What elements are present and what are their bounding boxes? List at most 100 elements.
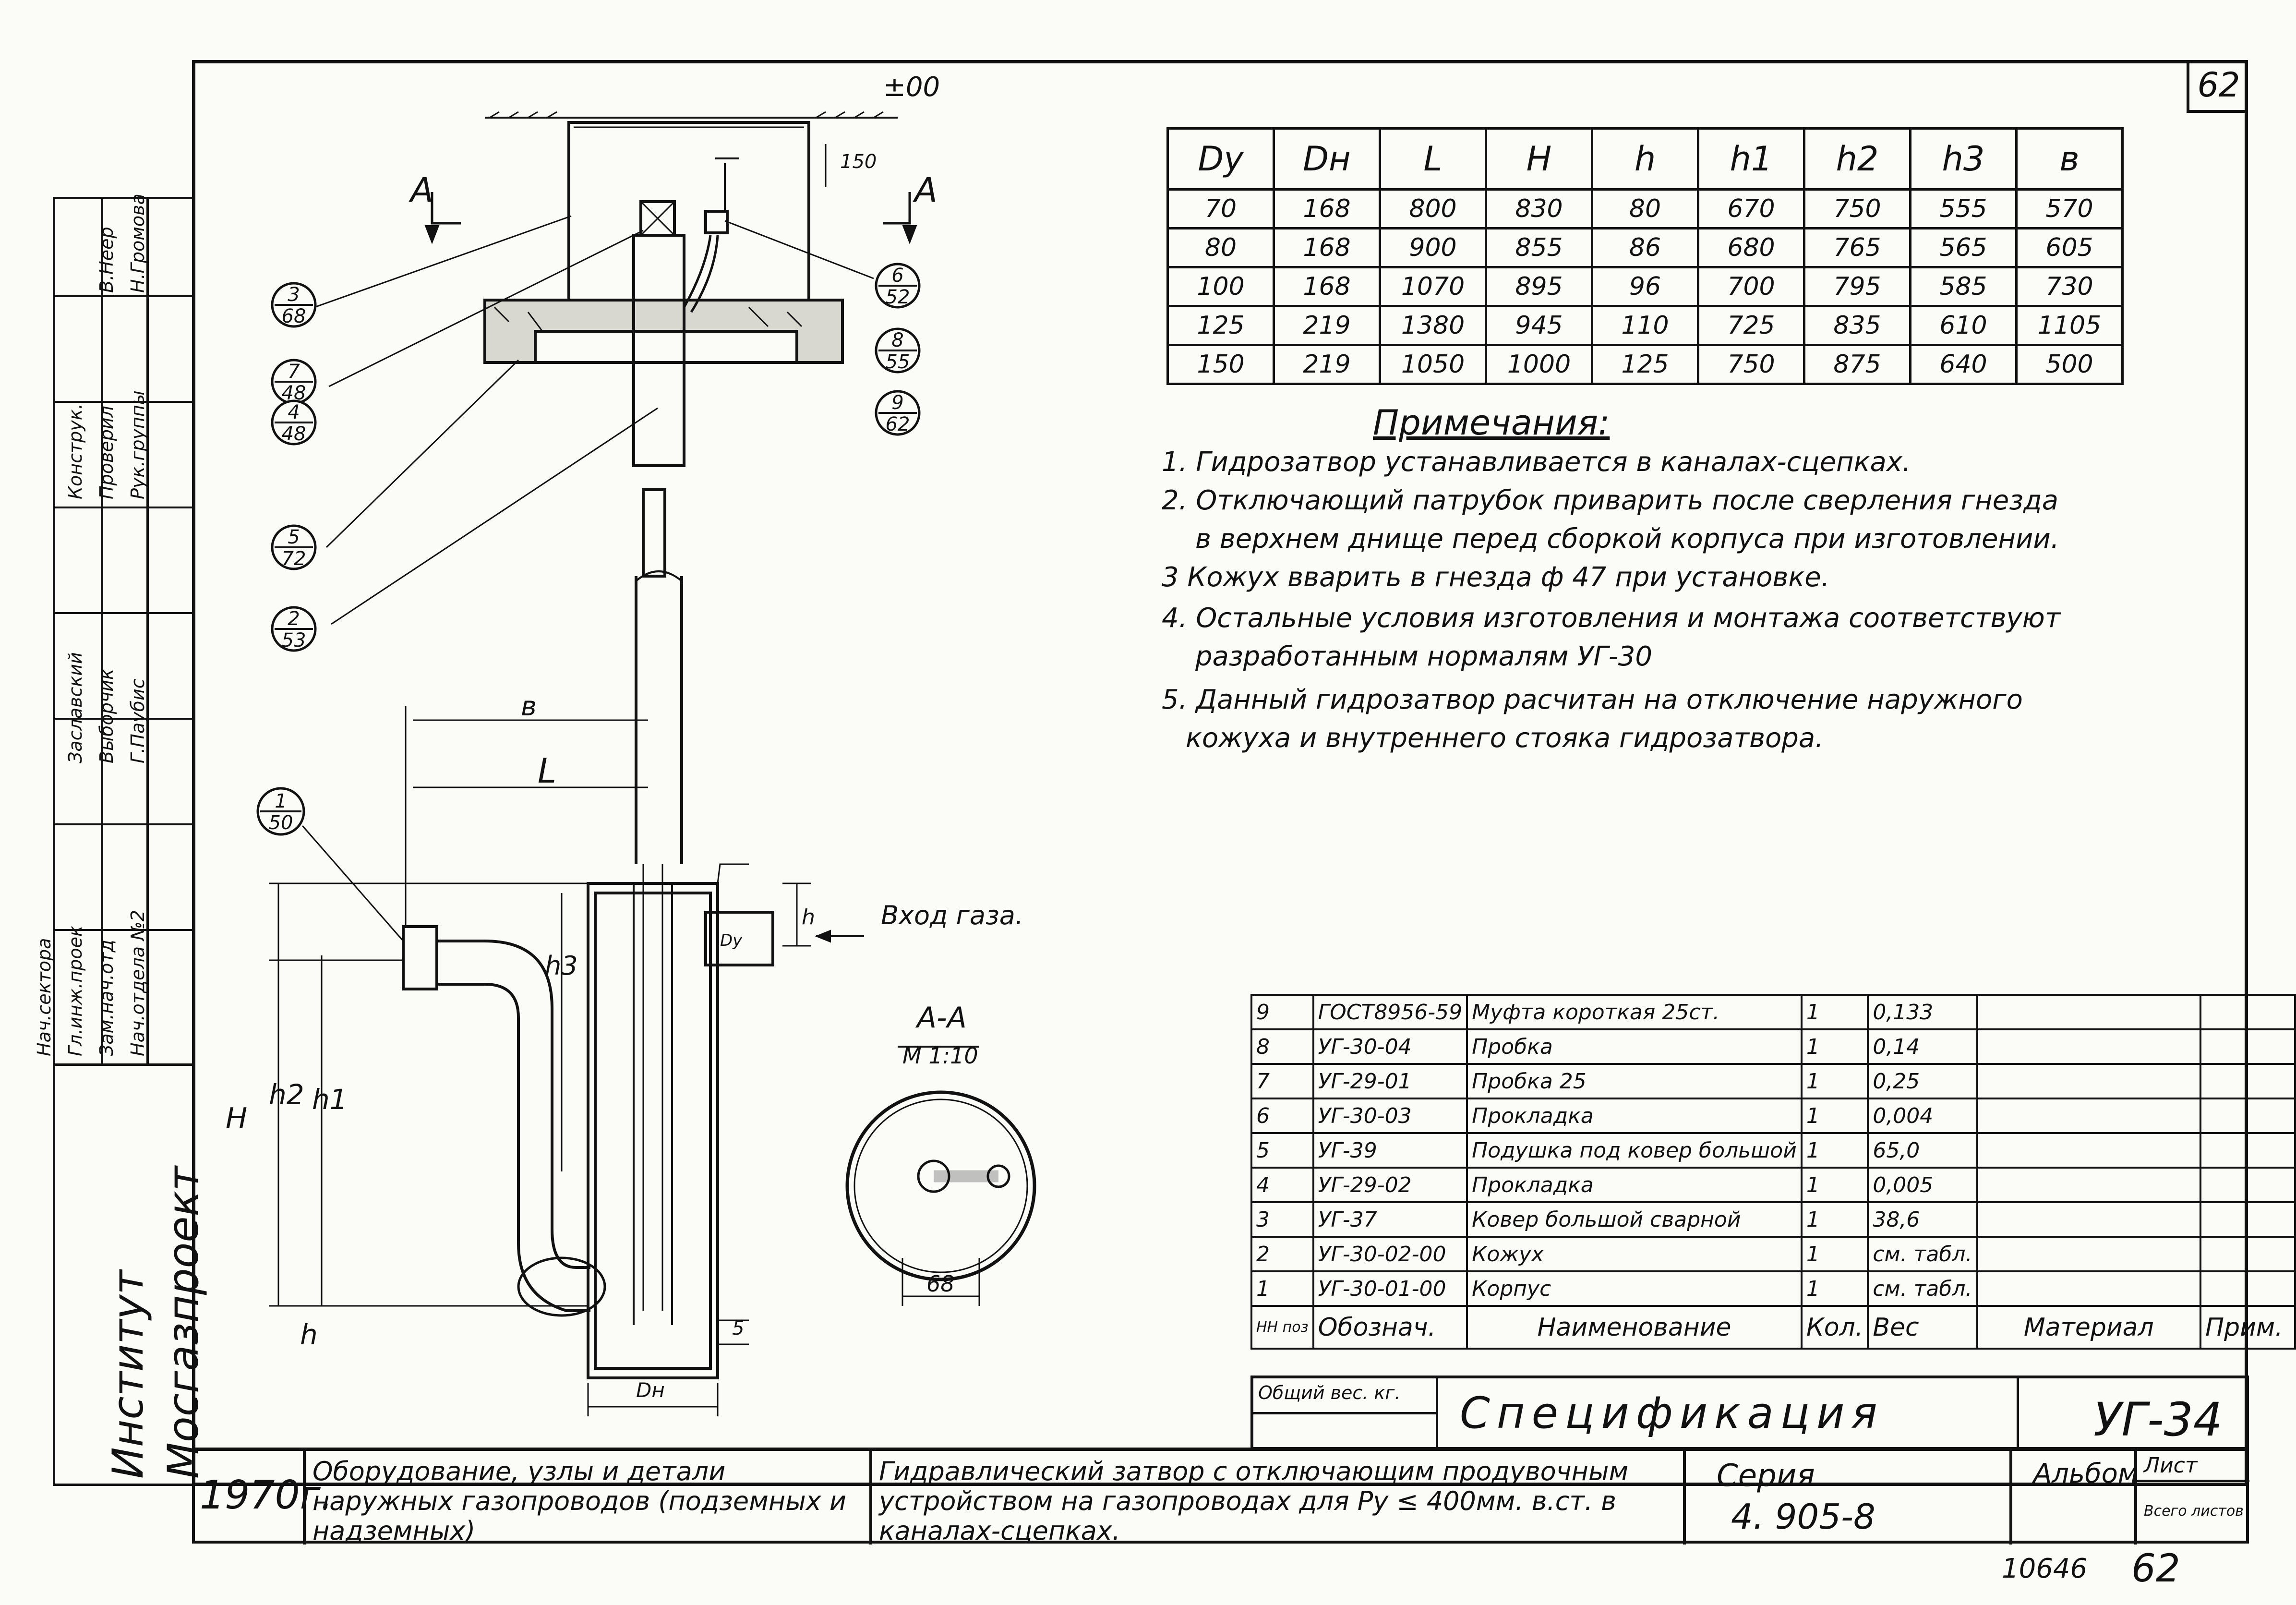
spec-cell bbox=[1976, 1270, 2202, 1307]
spec-cell: Кожух bbox=[1466, 1236, 1803, 1272]
table-cell: 80 bbox=[1166, 227, 1275, 268]
spec-cell bbox=[2200, 1098, 2296, 1134]
note-4: 4. Остальные условия изготовления и монт… bbox=[1162, 603, 2061, 634]
drawing-name: Гидравлический затвор с отключающим прод… bbox=[879, 1456, 1629, 1546]
table-cell: 835 bbox=[1803, 305, 1911, 346]
table-cell: 1105 bbox=[2015, 305, 2124, 346]
dim-h1: h1 bbox=[312, 1083, 348, 1116]
spec-header: Прим. bbox=[2200, 1305, 2296, 1350]
col-header: h bbox=[1591, 127, 1699, 191]
sheets-total-label: Всего листов bbox=[2144, 1503, 2244, 1520]
dim-h2: h2 bbox=[269, 1078, 304, 1111]
spec-cell: 6 bbox=[1250, 1098, 1314, 1134]
spec-cell bbox=[1976, 1236, 2202, 1272]
table-cell: 219 bbox=[1273, 305, 1381, 346]
spec-cell: 3 bbox=[1250, 1201, 1314, 1238]
spec-cell: 0,14 bbox=[1867, 1028, 1978, 1065]
dim-h-side: h bbox=[802, 905, 815, 929]
col-header: Dy bbox=[1166, 127, 1275, 191]
spec-cell bbox=[2200, 994, 2296, 1030]
callout-1-sheet: 50 bbox=[269, 812, 293, 834]
dim-s: 5 bbox=[732, 1317, 744, 1340]
table-cell: 765 bbox=[1803, 227, 1911, 268]
note-2: 2. Отключающий патрубок приварить после … bbox=[1162, 485, 2059, 516]
spec-cell: Прокладка bbox=[1466, 1098, 1803, 1134]
spec-cell bbox=[2200, 1236, 2296, 1272]
table-cell: 555 bbox=[1909, 188, 2018, 229]
series-value: 4. 905-8 bbox=[1731, 1496, 1875, 1537]
table-cell: 945 bbox=[1485, 305, 1593, 346]
spec-cell bbox=[1976, 1063, 2202, 1099]
table-row: 80 168 900 855 86 680 765 565 605 bbox=[1166, 227, 2124, 268]
callout-9-sheet: 62 bbox=[886, 413, 910, 435]
spec-cell bbox=[2200, 1270, 2296, 1307]
table-cell: 570 bbox=[2015, 188, 2124, 229]
total-weight-label: Общий вес. кг. bbox=[1258, 1382, 1401, 1403]
table-cell: 1380 bbox=[1379, 305, 1487, 346]
callout-4-sheet: 48 bbox=[282, 423, 306, 445]
spec-cell: Пробка bbox=[1466, 1028, 1803, 1065]
spec-cell bbox=[2200, 1167, 2296, 1203]
spec-title-block: Общий вес. кг. Спецификация УГ-34 bbox=[1250, 1376, 2249, 1450]
table-row: 150 219 1050 1000 125 750 875 640 500 bbox=[1166, 344, 2124, 385]
gas-inlet-label: Вход газа. bbox=[881, 900, 1023, 930]
spec-cell: УГ-30-04 bbox=[1312, 1028, 1468, 1065]
table-cell: 96 bbox=[1591, 266, 1699, 307]
col-header: в bbox=[2015, 127, 2124, 191]
table-cell: 585 bbox=[1909, 266, 2018, 307]
table-cell: 100 bbox=[1166, 266, 1275, 307]
spec-cell: 5 bbox=[1250, 1132, 1314, 1169]
spec-cell: Подушка под ковер большой bbox=[1466, 1132, 1803, 1169]
table-cell: 750 bbox=[1803, 188, 1911, 229]
dim-dy: Dy bbox=[720, 931, 743, 950]
callout-3-sheet: 68 bbox=[282, 305, 306, 327]
note-5-cont: кожуха и внутреннего стояка гидрозатвора… bbox=[1186, 723, 1824, 754]
subject-label: Оборудование, узлы и детали наружных газ… bbox=[313, 1456, 846, 1546]
table-cell: 80 bbox=[1591, 188, 1699, 229]
section-view-scale: М 1:10 bbox=[902, 1043, 978, 1069]
table-cell: 168 bbox=[1273, 227, 1381, 268]
table-cell: 855 bbox=[1485, 227, 1593, 268]
note-4-cont: разработанным нормалям УГ-30 bbox=[1195, 641, 1653, 672]
table-row: 125 219 1380 945 110 725 835 610 1105 bbox=[1166, 305, 2124, 346]
drawing-code: УГ-34 bbox=[2093, 1393, 2223, 1447]
approval-stamp bbox=[53, 197, 194, 1486]
spec-cell: УГ-39 bbox=[1312, 1132, 1468, 1169]
table-cell: 730 bbox=[2015, 266, 2124, 307]
spec-cell: 0,004 bbox=[1867, 1098, 1978, 1134]
spec-cell: 1 bbox=[1800, 1063, 1869, 1099]
note-2-cont: в верхнем днище перед сборкой корпуса пр… bbox=[1195, 523, 2059, 555]
spec-cell bbox=[1976, 1201, 2202, 1238]
spec-cell: 9 bbox=[1250, 994, 1314, 1030]
notes-title: Примечания: bbox=[1373, 402, 1610, 443]
table-cell: 1050 bbox=[1379, 344, 1487, 385]
spec-cell: 1 bbox=[1800, 1028, 1869, 1065]
col-header: h2 bbox=[1803, 127, 1911, 191]
col-header: Dн bbox=[1273, 127, 1381, 191]
table-cell: 110 bbox=[1591, 305, 1699, 346]
table-cell: 565 bbox=[1909, 227, 2018, 268]
callout-5-sheet: 72 bbox=[282, 548, 306, 570]
spec-cell: УГ-29-02 bbox=[1312, 1167, 1468, 1203]
spec-cell: см. табл. bbox=[1867, 1270, 1978, 1307]
spec-cell: 1 bbox=[1800, 1236, 1869, 1272]
table-cell: 1000 bbox=[1485, 344, 1593, 385]
table-cell: 725 bbox=[1697, 305, 1805, 346]
spec-cell: 7 bbox=[1250, 1063, 1314, 1099]
table-cell: 168 bbox=[1273, 266, 1381, 307]
table-cell: 86 bbox=[1591, 227, 1699, 268]
drawing-frame bbox=[192, 60, 2248, 1486]
spec-cell: 8 bbox=[1250, 1028, 1314, 1065]
callout-4: 4 bbox=[288, 401, 300, 423]
table-row: 100 168 1070 895 96 700 795 585 730 bbox=[1166, 266, 2124, 307]
spec-header: Наименование bbox=[1466, 1305, 1803, 1350]
callout-3: 3 bbox=[288, 284, 300, 306]
table-cell: 125 bbox=[1591, 344, 1699, 385]
page-number: 62 bbox=[2131, 1546, 2180, 1591]
